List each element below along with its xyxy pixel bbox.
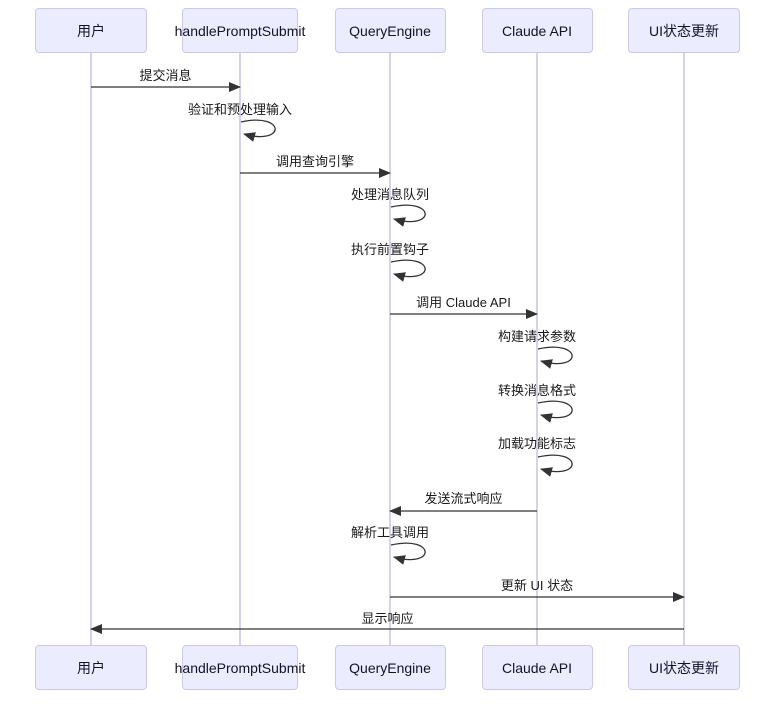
self-message-loop [390,259,426,282]
self-message-loop [537,400,573,423]
message-label: 显示响应 [361,611,414,626]
message-label: 转换消息格式 [497,383,577,398]
message-label: 执行前置钩子 [350,242,430,257]
self-message-loop [537,454,573,477]
message-label: 调用查询引擎 [275,154,355,169]
actor-box-bottom-handle-prompt-submit: handlePromptSubmit [175,645,305,690]
self-message-loop [390,204,426,227]
message-label: 解析工具调用 [350,525,430,540]
actor-box-top-user: 用户 [35,8,147,53]
actor-box-top-query-engine: QueryEngine [334,8,446,53]
actor-box-bottom-claude-api: Claude API [481,645,593,690]
message-label: 发送流式响应 [424,491,503,506]
actor-box-top-handle-prompt-submit: handlePromptSubmit [175,8,305,53]
actor-box-top-claude-api: Claude API [481,8,593,53]
message-label: 验证和预处理输入 [187,102,293,117]
actor-box-bottom-query-engine: QueryEngine [334,645,446,690]
message-label: 更新 UI 状态 [500,578,574,593]
actor-box-top-ui-state-update: UI状态更新 [628,8,740,53]
self-message-loop [240,119,276,142]
message-label: 提交消息 [139,68,192,83]
actor-box-bottom-ui-state-update: UI状态更新 [628,645,740,690]
actor-box-bottom-user: 用户 [35,645,147,690]
message-label: 加载功能标志 [497,436,577,451]
self-message-loop [537,346,573,369]
self-message-loop [390,542,426,565]
message-label: 处理消息队列 [350,187,430,202]
message-label: 构建请求参数 [497,329,577,344]
message-label: 调用 Claude API [416,295,511,310]
